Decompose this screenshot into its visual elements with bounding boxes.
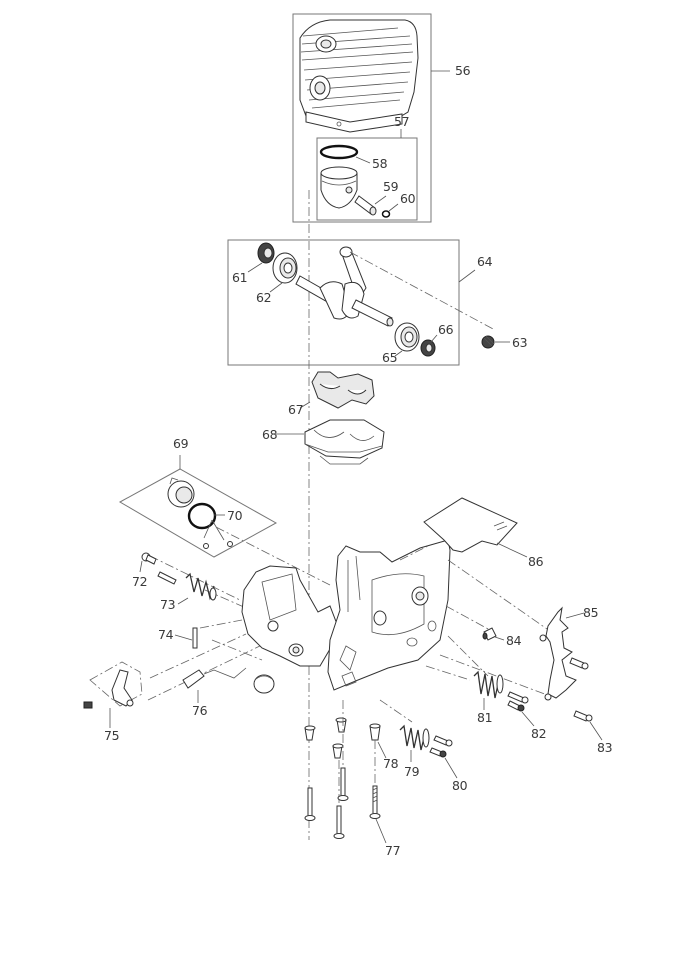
spring-81-part <box>473 670 504 699</box>
callout-70: 70 <box>227 508 243 523</box>
ball-bearing-right-part <box>394 322 420 352</box>
screw-80-part <box>429 735 453 758</box>
ball-bearing-left-part <box>272 252 298 284</box>
oil-seal-left-part <box>257 242 275 264</box>
spring-73-part <box>157 571 217 601</box>
callout-69: 69 <box>173 436 189 451</box>
retainer-wire-part <box>203 519 233 549</box>
piston-part <box>320 166 358 209</box>
piston-ring-part <box>319 144 359 160</box>
callout-64: 64 <box>477 254 493 269</box>
callout-68: 68 <box>262 427 278 442</box>
callout-67: 67 <box>288 402 304 417</box>
rod-76-part <box>182 667 247 689</box>
callout-81: 81 <box>477 710 493 725</box>
callout-83: 83 <box>597 740 613 755</box>
o-ring-part <box>187 502 217 530</box>
screw-83-part <box>573 710 593 722</box>
callout-62: 62 <box>256 290 272 305</box>
callout-57: 57 <box>394 114 410 129</box>
crankcase-part <box>241 539 451 691</box>
callout-59: 59 <box>383 179 399 194</box>
crankshaft-part <box>295 246 394 327</box>
tank-cap-part <box>167 477 195 508</box>
crankshaft-assembly-box <box>227 239 460 366</box>
cylinder-assembly-box <box>292 13 432 223</box>
screw-72-part <box>141 552 157 565</box>
piston-pin-part <box>354 195 377 216</box>
callout-66: 66 <box>438 322 454 337</box>
callout-77: 77 <box>385 843 401 858</box>
bolt-77-part <box>369 785 381 819</box>
callout-86: 86 <box>528 554 544 569</box>
callout-72: 72 <box>132 574 148 589</box>
primer-bulb-part <box>253 674 275 694</box>
callout-61: 61 <box>232 270 248 285</box>
callout-65: 65 <box>382 350 398 365</box>
piston-assembly-box <box>316 137 418 221</box>
bolt-part <box>304 767 349 839</box>
callout-75: 75 <box>104 728 120 743</box>
screw-85-part <box>569 657 589 670</box>
callout-58: 58 <box>372 156 388 171</box>
callout-79: 79 <box>404 764 420 779</box>
lever-75-part <box>83 669 134 709</box>
tank-cap-assembly-box <box>118 468 278 558</box>
callout-56: 56 <box>455 63 471 78</box>
spike-bumper-part <box>539 606 577 701</box>
needle-bearing-part <box>481 335 495 349</box>
gasket-part <box>311 371 375 409</box>
collar-78-part <box>369 723 381 741</box>
spring-79-part <box>399 724 430 751</box>
pin-84-part <box>482 627 497 641</box>
callout-85: 85 <box>583 605 599 620</box>
callout-63: 63 <box>512 335 528 350</box>
callout-80: 80 <box>452 778 468 793</box>
callout-74: 74 <box>158 627 174 642</box>
oil-seal-right-part <box>420 339 436 357</box>
callout-76: 76 <box>192 703 208 718</box>
plate-74-part <box>192 627 198 649</box>
crankcase-cover-part <box>304 419 385 465</box>
collar-part <box>304 717 347 759</box>
cylinder-part <box>299 19 419 133</box>
callout-60: 60 <box>400 191 416 206</box>
callout-82: 82 <box>531 726 547 741</box>
callout-78: 78 <box>383 756 399 771</box>
circlip-part <box>381 210 391 218</box>
plate-86-part <box>423 497 518 553</box>
screw-82-part <box>507 691 529 712</box>
callout-73: 73 <box>160 597 176 612</box>
callout-84: 84 <box>506 633 522 648</box>
